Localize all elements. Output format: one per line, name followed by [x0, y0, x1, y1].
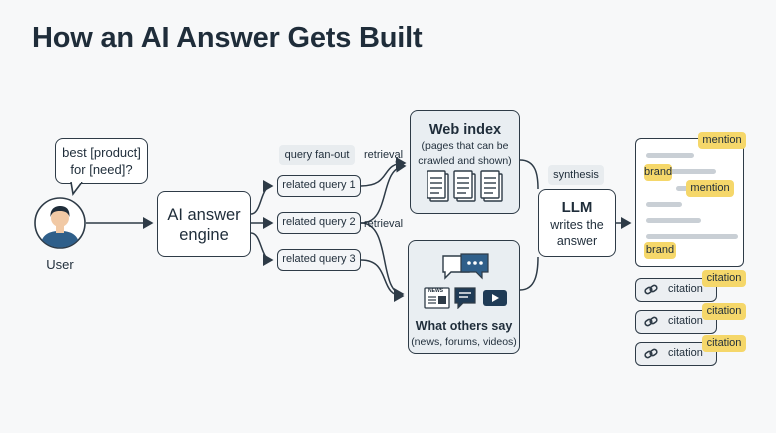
llm-line1: writes the: [550, 218, 604, 232]
chat-bubbles-icon: [442, 253, 489, 280]
related-query-2: related query 2: [277, 212, 361, 234]
bubble-text-line1: best [product]: [62, 145, 141, 160]
text-line: [646, 234, 738, 239]
citation-label: citation: [668, 347, 703, 359]
web-index-sub2: crawled and shown): [418, 155, 512, 167]
text-line: [646, 153, 694, 158]
mention-highlight: mention: [686, 180, 734, 197]
line-others-llm: [519, 256, 539, 291]
web-index-sub1: (pages that can be: [421, 140, 509, 152]
retrieval-label-bottom: retrieval: [364, 218, 404, 230]
brand-highlight: brand: [644, 242, 676, 259]
what-others-say-title: What others say: [415, 319, 513, 333]
synthesis-tag: synthesis: [548, 165, 604, 185]
link-icon: [644, 316, 658, 327]
mention-tag: mention: [698, 132, 746, 149]
arrow-q1-web: [360, 157, 407, 187]
related-query-1: related query 1: [277, 175, 361, 197]
citation-card: citation: [635, 310, 717, 334]
bubble-text-line2: for [need]?: [70, 162, 133, 177]
web-index-box: Web index (pages that can be crawled and…: [410, 110, 520, 214]
citation-label: citation: [668, 283, 703, 295]
arrow-engine-q3: [250, 232, 274, 266]
citation-tag: citation: [702, 270, 746, 287]
web-index-title: Web index: [428, 122, 502, 138]
arrow-q2-web: [360, 160, 407, 224]
user-label: User: [46, 257, 74, 272]
text-line: [646, 169, 716, 174]
llm-line2: answer: [556, 234, 598, 248]
citation-tag: citation: [702, 303, 746, 320]
engine-line1: AI answer: [167, 206, 241, 224]
engine-line2: engine: [179, 226, 229, 244]
llm-title: LLM: [561, 199, 593, 216]
llm-box: LLM writes the answer: [538, 189, 616, 257]
what-others-say-sub: (news, forums, videos): [411, 336, 517, 348]
retrieval-label-top: retrieval: [364, 149, 404, 161]
document-stack-icon: [427, 170, 503, 202]
fanout-tag: query fan-out: [279, 145, 355, 165]
page-title: How an AI Answer Gets Built: [32, 22, 423, 54]
video-play-icon: [483, 290, 507, 306]
arrow-engine-q1: [250, 180, 274, 215]
what-others-say-box: NEWS What others say (news, forums, vide…: [408, 240, 520, 354]
forum-post-icon: [454, 287, 476, 309]
brand-highlight: brand: [644, 164, 672, 181]
query-speech-bubble: best [product] for [need]?: [55, 138, 148, 184]
bubble-tail: [70, 182, 83, 196]
related-query-3: related query 3: [277, 249, 361, 271]
link-icon: [644, 348, 658, 359]
newspaper-icon: [424, 287, 450, 309]
arrow-q3-others: [360, 259, 405, 302]
link-icon: [644, 284, 658, 295]
citation-card: citation: [635, 278, 717, 302]
citation-label: citation: [668, 315, 703, 327]
line-web-llm: [519, 159, 539, 190]
arrow-q2-others: [360, 222, 405, 300]
text-line: [646, 218, 701, 223]
user-avatar-icon: [34, 197, 86, 249]
ai-answer-engine-box: AI answer engine: [157, 191, 251, 257]
answer-document: brand mention brand: [635, 138, 744, 267]
text-line: [646, 202, 682, 207]
citation-tag: citation: [702, 335, 746, 352]
newspaper-label: NEWS: [428, 288, 443, 294]
